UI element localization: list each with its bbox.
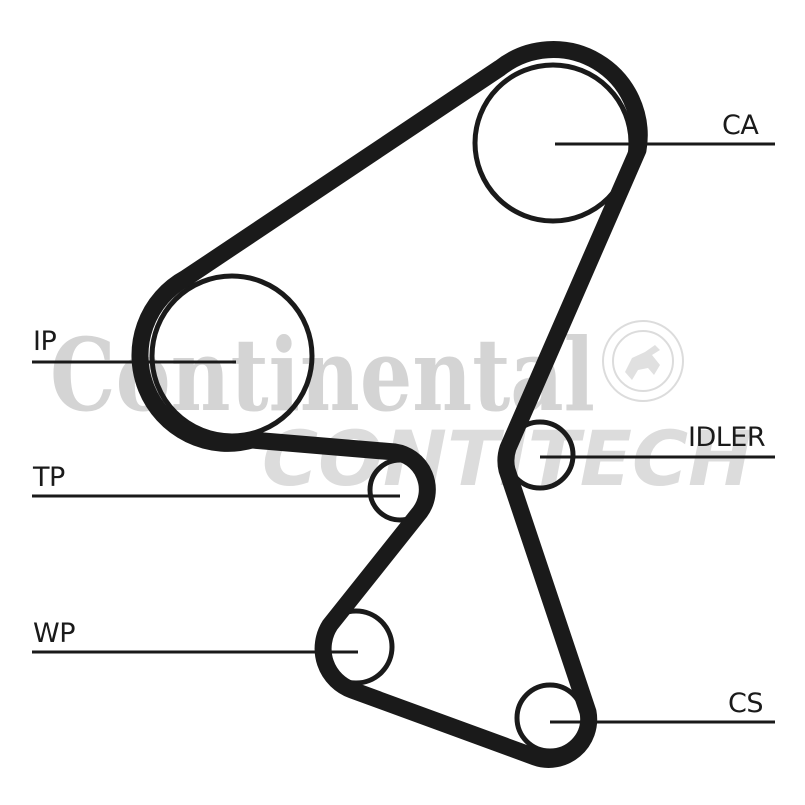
label-ip: IP [33, 326, 56, 357]
label-idler: IDLER [688, 422, 765, 453]
label-wp: WP [33, 618, 75, 649]
horse-seal-icon [602, 320, 684, 402]
label-ca: CA [722, 110, 759, 141]
label-tp: TP [32, 462, 65, 493]
timing-belt [131, 41, 648, 768]
label-cs: CS [728, 688, 763, 719]
labels: CA IP IDLER TP WP CS [32, 110, 766, 719]
leader-lines [32, 142, 775, 724]
